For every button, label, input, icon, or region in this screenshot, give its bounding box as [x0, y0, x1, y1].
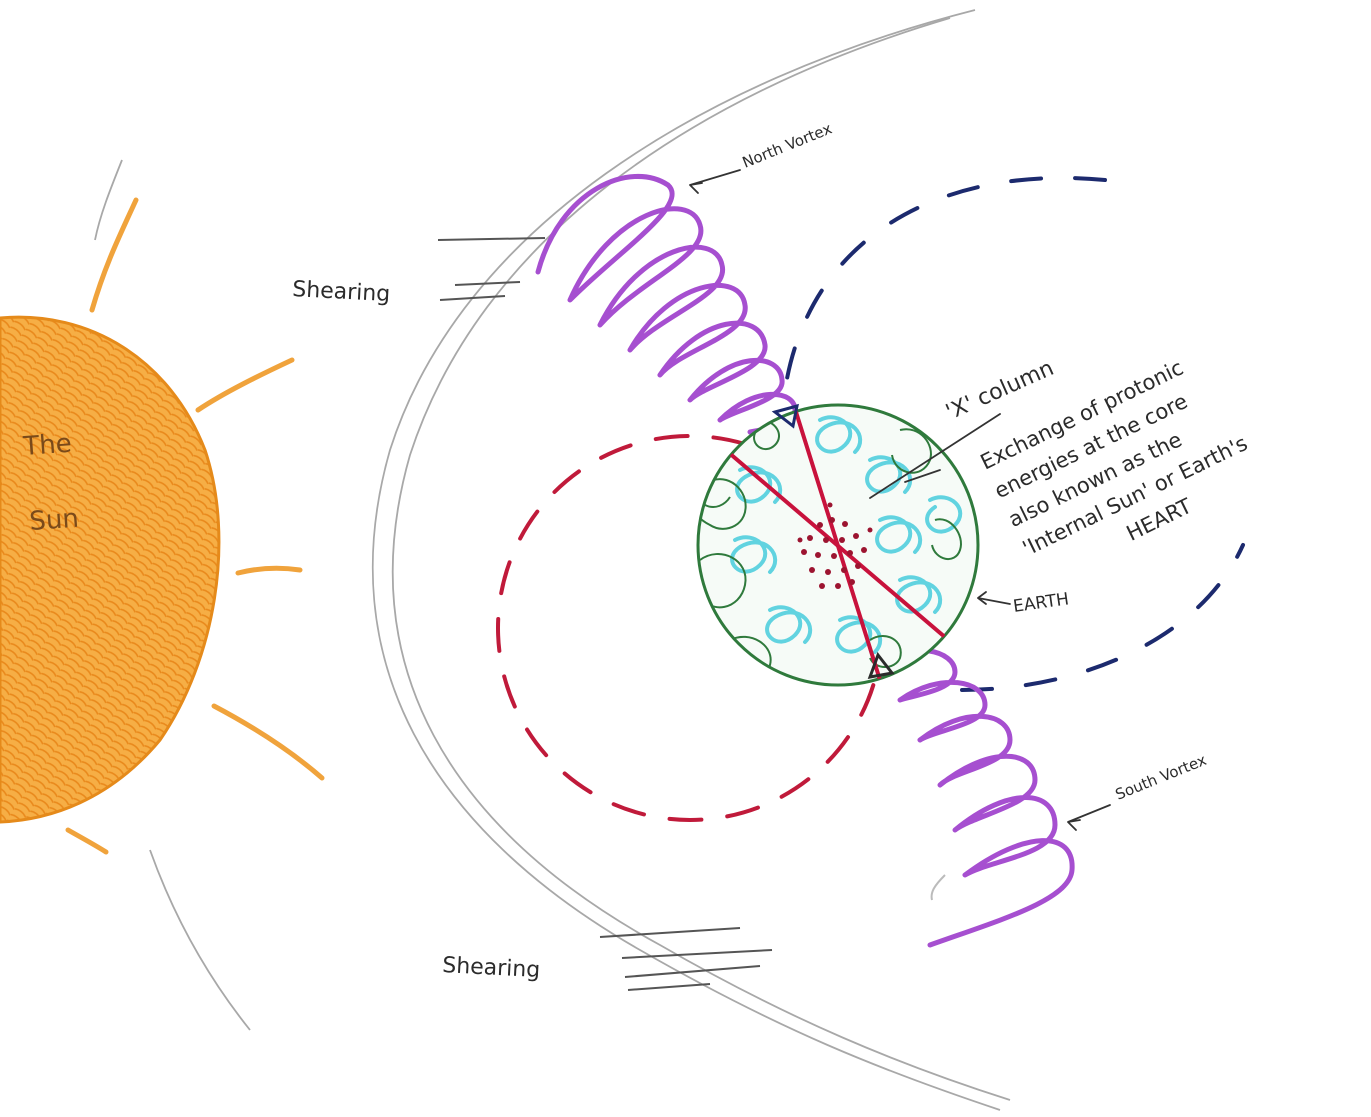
sun-disc: [0, 317, 219, 822]
south-vortex-tail: [932, 875, 945, 900]
south-vortex-label: South Vortex: [1113, 751, 1209, 804]
shearing-top-strokes: [438, 238, 545, 300]
earth: [693, 405, 978, 685]
sun-label-line2: Sun: [28, 504, 79, 537]
sun-label-line1: The: [21, 429, 72, 462]
shearing-bottom-label: Shearing: [442, 953, 541, 983]
north-vortex-label: North Vortex: [740, 119, 835, 171]
earth-label: EARTH: [1012, 589, 1070, 617]
shearing-top-label: Shearing: [292, 277, 391, 307]
north-vortex-coil: [538, 176, 795, 432]
south-vortex-coil: [880, 650, 1072, 945]
